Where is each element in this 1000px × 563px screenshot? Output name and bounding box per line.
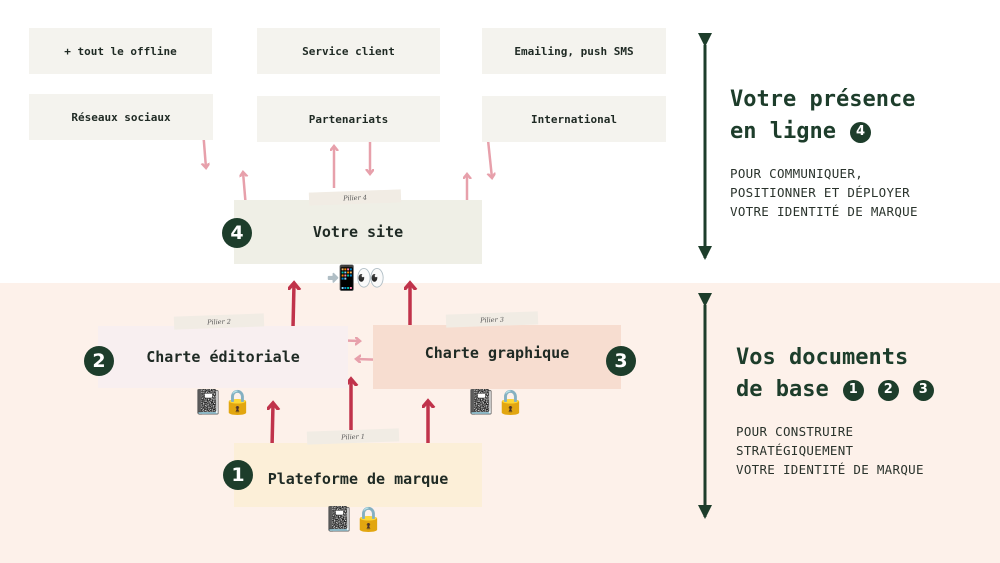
panel-presence: Votre présence en ligne 4 POUR COMMUNIQU… — [730, 84, 995, 221]
service-client-label: Service client — [302, 44, 395, 58]
panel-documents-text: POUR CONSTRUIRE STRATÉGIQUEMENT VOTRE ID… — [736, 422, 996, 479]
panel-presence-text-1: POUR COMMUNIQUER, — [730, 166, 864, 181]
notebook-lock-icon: 📓🔒 — [324, 505, 384, 533]
partenariats-label: Partenariats — [308, 112, 389, 126]
arrow-editoriale-to-site — [293, 284, 294, 329]
panel-documents-title-2-text: de base — [736, 377, 829, 402]
graphique-label: Charte graphique — [424, 344, 570, 362]
panel-documents-title-2: de base 1 2 3 — [736, 374, 996, 406]
panel-documents-title-1: Vos documents — [736, 345, 909, 370]
panel-presence-text-3: VOTRE IDENTITÉ DE MARQUE — [730, 204, 918, 219]
panel-presence-text: POUR COMMUNIQUER, POSITIONNER ET DÉPLOYE… — [730, 164, 995, 221]
panel-presence-title-2-text: en ligne — [730, 119, 836, 144]
arrow-marque-to-editoriale — [272, 404, 273, 449]
panel-documents-badge-2: 2 — [877, 379, 899, 401]
offline-label: + tout le offline — [64, 44, 177, 58]
panel-presence-title-1: Votre présence — [730, 87, 916, 112]
reseaux-label: Réseaux sociaux — [71, 110, 171, 124]
marque-label: Plateforme de marque — [267, 470, 449, 488]
notebook-lock-icon: 📓🔒 — [466, 388, 526, 416]
marque-box: Plateforme de marque — [234, 443, 482, 507]
emailing-box: Emailing, push SMS — [482, 28, 666, 74]
offline-box: + tout le offline — [29, 28, 212, 74]
site-label: Votre site — [312, 223, 404, 241]
arrow-international-to-site — [488, 139, 492, 178]
emailing-label: Emailing, push SMS — [514, 44, 634, 58]
panel-presence-badge: 4 — [849, 121, 871, 143]
panel-documents-text-3: VOTRE IDENTITÉ DE MARQUE — [736, 462, 924, 477]
marque-number-badge: 1 — [223, 460, 253, 490]
panel-documents-text-1: POUR CONSTRUIRE — [736, 424, 854, 439]
graphique-number-badge: 3 — [606, 346, 636, 376]
international-box: International — [482, 96, 666, 142]
panel-documents: Vos documents de base 1 2 3 POUR CONSTRU… — [736, 342, 996, 479]
site-box: Votre site — [234, 200, 482, 264]
panel-documents-badge-1: 1 — [842, 379, 864, 401]
international-label: International — [530, 112, 618, 126]
editoriale-label: Charte éditoriale — [146, 348, 300, 366]
partenariats-box: Partenariats — [257, 96, 440, 142]
service-client-box: Service client — [257, 28, 440, 74]
site-number-badge: 4 — [222, 218, 252, 248]
editoriale-box: Charte éditoriale — [98, 326, 348, 388]
panel-documents-badge-3: 3 — [912, 379, 934, 401]
phone-eyes-icon: 📲👀 — [326, 264, 386, 292]
editoriale-number-badge: 2 — [84, 346, 114, 376]
reseaux-box: Réseaux sociaux — [29, 94, 213, 140]
graphique-box: Charte graphique — [373, 325, 621, 389]
notebook-lock-icon: 📓🔒 — [193, 388, 253, 416]
panel-presence-title-2: en ligne 4 — [730, 116, 995, 148]
panel-presence-text-2: POSITIONNER ET DÉPLOYER — [730, 185, 910, 200]
panel-documents-text-2: STRATÉGIQUEMENT — [736, 443, 854, 458]
